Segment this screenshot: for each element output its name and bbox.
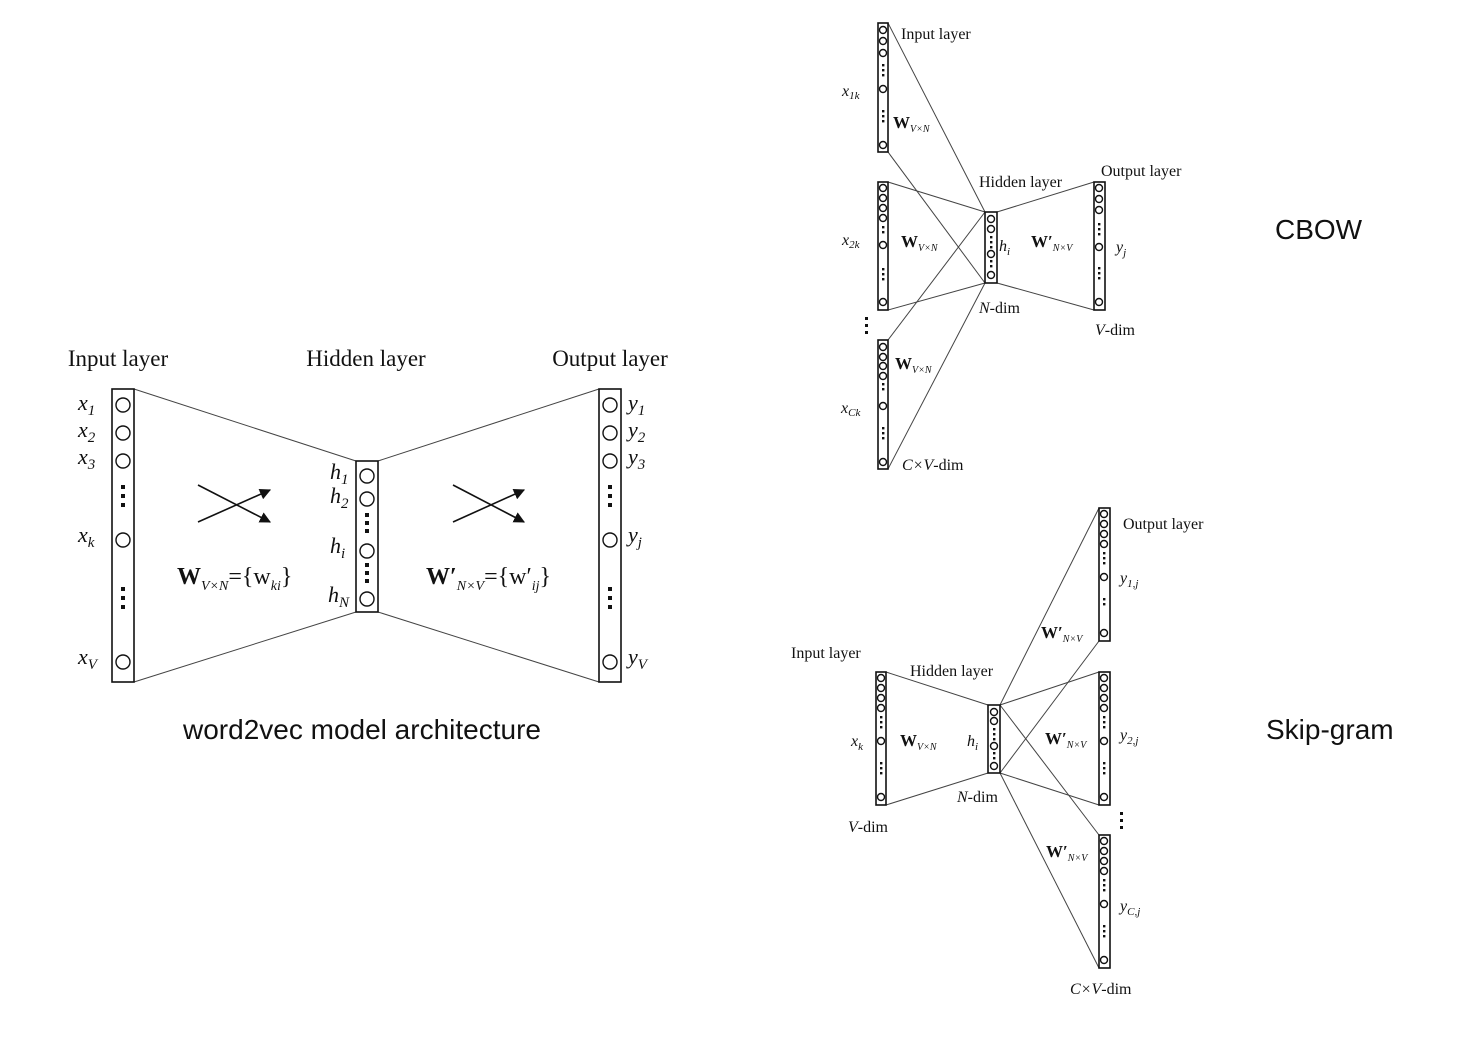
vertical-ellipsis — [121, 485, 125, 507]
main-input-label: xV — [77, 644, 99, 673]
skipgram-input-node-label: xk — [850, 733, 864, 753]
cbow-input-label: xCk — [840, 400, 861, 419]
main-input-node — [115, 532, 131, 548]
skipgram-weight-out: W′N×V — [1045, 729, 1088, 751]
main-output-node — [602, 453, 618, 469]
main-output-label: y2 — [626, 417, 646, 446]
skipgram-output-label: yC,j — [1118, 898, 1140, 918]
main-output-label: y3 — [626, 444, 645, 473]
main-output-layer-label: Output layer — [552, 346, 668, 371]
main-architecture: Input layer Hidden layer Output layer x1… — [68, 346, 668, 745]
skipgram-hidden-dim: N-dim — [956, 789, 998, 806]
vertical-ellipsis — [365, 513, 369, 533]
skipgram-hidden-layer-label: Hidden layer — [910, 663, 994, 680]
main-input-node — [115, 425, 131, 441]
cbow-hidden-layer-label: Hidden layer — [979, 174, 1063, 191]
skipgram-weight-in: WV×N — [900, 731, 938, 753]
vertical-ellipsis — [865, 317, 868, 334]
skipgram-output-dim: C×V-dim — [1070, 981, 1132, 998]
vertical-ellipsis — [365, 563, 369, 583]
skipgram-output-label: y2,j — [1118, 727, 1138, 747]
cbow-input-label: x1k — [841, 83, 861, 102]
main-input-node — [115, 397, 131, 413]
vertical-ellipsis — [1120, 812, 1123, 829]
cbow-weight-in: WV×N — [895, 354, 933, 376]
cbow-hidden-node-label: hi — [999, 238, 1010, 258]
main-hidden-layer-label: Hidden layer — [306, 346, 426, 371]
main-input-label: x1 — [77, 390, 95, 419]
cbow-input-dim: C×V-dim — [902, 457, 964, 474]
cbow-weight-in: WV×N — [893, 113, 931, 135]
cbow-output-node-label: yj — [1114, 239, 1126, 259]
main-edge-top-left — [133, 388, 357, 462]
cbow-input-label: x2k — [841, 232, 861, 251]
main-input-label: x3 — [77, 444, 95, 473]
main-input-node — [115, 453, 131, 469]
cbow-weight-out: W′N×V — [1031, 232, 1074, 254]
skipgram-weight-out: W′N×V — [1041, 623, 1084, 645]
main-hidden-label: hi — [330, 533, 345, 562]
skipgram-weight-out: W′N×V — [1046, 842, 1089, 864]
skipgram-output-layer-label: Output layer — [1123, 516, 1204, 533]
main-caption: word2vec model architecture — [182, 714, 541, 745]
main-output-node — [602, 654, 618, 670]
main-input-layer-label: Input layer — [68, 346, 169, 371]
cbow-input-layer-label: Input layer — [901, 26, 971, 43]
cbow-output-dim: V-dim — [1095, 322, 1136, 339]
main-edge-bottom-right — [377, 611, 600, 683]
skipgram-input-dim: V-dim — [848, 819, 889, 836]
main-output-label: yV — [626, 644, 649, 673]
main-weight-in-formula: WV×N={wki} — [177, 564, 292, 594]
vertical-ellipsis — [608, 485, 612, 507]
cbow-output-layer-label: Output layer — [1101, 163, 1182, 180]
skipgram-diagram: Input layer Hidden layer Output layer xk… — [791, 507, 1394, 998]
main-edge-top-right — [377, 388, 600, 462]
main-hidden-node — [359, 468, 375, 484]
main-hidden-node — [359, 543, 375, 559]
main-input-label: x2 — [77, 417, 96, 446]
main-hidden-label: h1 — [330, 459, 349, 488]
main-output-label: yj — [626, 522, 642, 551]
main-hidden-node — [359, 591, 375, 607]
main-weight-out-formula: W′N×V={w′ij} — [426, 564, 551, 594]
vertical-ellipsis — [121, 587, 125, 609]
main-output-node — [602, 425, 618, 441]
main-edge-bottom-left — [133, 611, 357, 683]
main-input-node — [115, 654, 131, 670]
main-output-label: y1 — [626, 390, 645, 419]
skipgram-output-label: y1,j — [1118, 570, 1138, 590]
skipgram-title: Skip-gram — [1266, 714, 1394, 745]
main-output-node — [602, 532, 618, 548]
main-output-node — [602, 397, 618, 413]
cross-arrows-right — [452, 484, 526, 523]
cbow-diagram: Input layer Hidden layer Output layer x1… — [840, 22, 1363, 474]
main-hidden-label: h2 — [330, 483, 349, 512]
cross-arrows-left — [197, 484, 272, 523]
skipgram-hidden-node-label: hi — [967, 733, 978, 753]
skipgram-input-layer-label: Input layer — [791, 645, 861, 662]
main-hidden-node — [359, 491, 375, 507]
main-hidden-label: hN — [328, 582, 350, 611]
cbow-weight-in: WV×N — [901, 232, 939, 254]
cbow-title: CBOW — [1275, 214, 1363, 245]
main-input-label: xk — [77, 522, 95, 551]
cbow-hidden-dim: N-dim — [978, 300, 1020, 317]
vertical-ellipsis — [608, 587, 612, 609]
